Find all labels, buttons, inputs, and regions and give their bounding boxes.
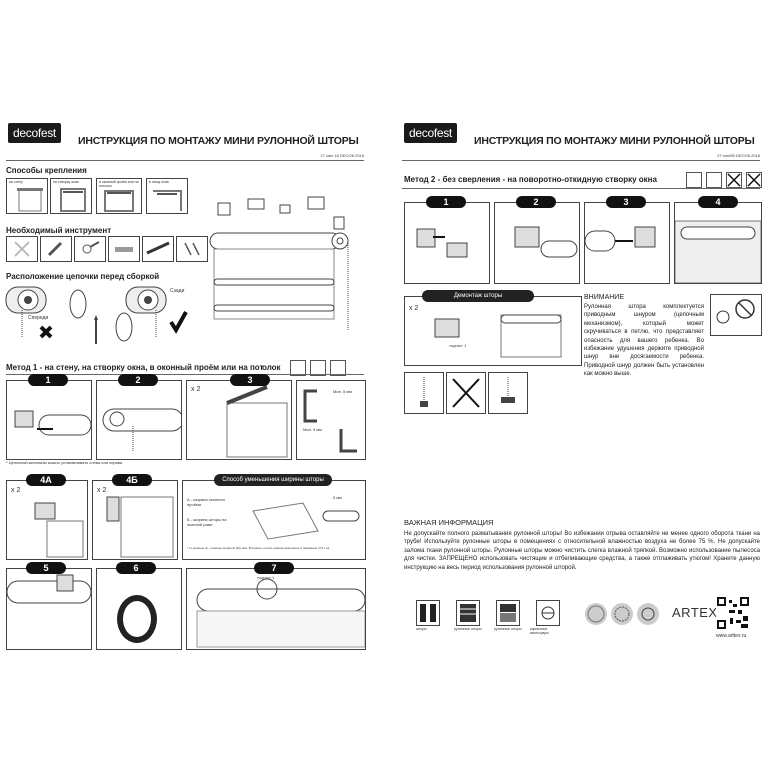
chain-front-label: Спереди xyxy=(28,315,49,321)
step4a-badge: 4А xyxy=(26,474,66,486)
important-text: Не допускайте полного разматывания рулон… xyxy=(404,531,760,571)
tool-scissors-crossed xyxy=(6,236,38,262)
product-label-4: карнизные аксессуары xyxy=(530,627,549,635)
mount-niche-panel: в нишу окна xyxy=(146,178,188,214)
step6-badge: 6 xyxy=(116,562,156,574)
chain-mechanism-note: * Цепочный механизм можно устанавливать … xyxy=(6,460,123,465)
step4b-panel: x 2 xyxy=(92,480,178,560)
method2-heading: Метод 2 - без сверления - на поворотно-о… xyxy=(404,175,657,184)
method1-heading: Метод 1 - на стену, на створку окна, в о… xyxy=(6,363,264,372)
mount-opening-panel: в оконный проём или на потолок xyxy=(96,178,142,214)
product-accessories-icon xyxy=(536,600,560,626)
right-instruction-page: decofest ИНСТРУКЦИЯ ПО МОНТАЖУ МИНИ РУЛО… xyxy=(396,120,768,655)
artex-logo: ARTEX xyxy=(672,605,718,620)
left-page-title: ИНСТРУКЦИЯ ПО МОНТАЖУ МИНИ РУЛОННОЙ ШТОР… xyxy=(78,135,359,147)
qr-code xyxy=(716,596,750,630)
step2-badge: 2 xyxy=(118,374,158,386)
title-divider xyxy=(6,160,364,161)
m2-step1-badge: 1 xyxy=(426,196,466,208)
m2-step1-panel xyxy=(404,202,490,284)
chain-safety-icon xyxy=(488,372,528,414)
m2-step3-badge: 3 xyxy=(606,196,646,208)
chain-loop-crossed-icon xyxy=(446,372,486,414)
step2-panel xyxy=(96,380,182,460)
step4b-badge: 4Б xyxy=(112,474,152,486)
right-page-date: 27 mini/IB DEC/08.2018 xyxy=(717,153,760,158)
step5-panel xyxy=(6,568,92,650)
method-sash-icon xyxy=(310,360,326,376)
right-title-divider xyxy=(402,160,760,161)
step3-badge: 3 xyxy=(230,374,270,386)
right-page-title: ИНСТРУКЦИЯ ПО МОНТАЖУ МИНИ РУЛОННОЙ ШТОР… xyxy=(474,135,755,147)
chain-position-diagram xyxy=(5,286,188,344)
step7-panel: «щелк» 1 xyxy=(186,568,366,650)
min-gap-panel: Мин. 5 мм Мин. 5 мм xyxy=(296,380,366,460)
blind-exploded-illustration xyxy=(209,196,349,330)
m2-step2-panel xyxy=(494,202,580,284)
m2-step3-panel xyxy=(584,202,670,284)
product-roller-blind-icon xyxy=(456,600,480,626)
step1-panel xyxy=(6,380,92,460)
m2-step4-panel xyxy=(674,202,762,284)
decofest-logo: decofest xyxy=(8,123,61,143)
dismount-pill: Демонтаж шторы xyxy=(422,290,534,302)
warning-title: ВНИМАНИЕ xyxy=(584,294,625,301)
method2-icon-1 xyxy=(686,172,702,188)
section-tools: Необходимый инструмент xyxy=(6,226,112,235)
tool-screws-icon xyxy=(176,236,208,262)
method2-divider xyxy=(402,188,760,189)
chain-ok-icon xyxy=(404,372,444,414)
important-title: ВАЖНАЯ ИНФОРМАЦИЯ xyxy=(404,518,494,527)
step5-badge: 5 xyxy=(26,562,66,574)
method-wall-icon xyxy=(290,360,306,376)
chain-back-label: Сзади xyxy=(170,288,185,294)
product-label-3: рулонные шторы xyxy=(494,627,522,631)
product-curtains-icon xyxy=(416,600,440,626)
dismount-panel: x 2 «щелк» 1 xyxy=(404,296,582,366)
product-roller-blind-2-icon xyxy=(496,600,520,626)
step3-panel: x 2 xyxy=(186,380,292,460)
section-chain-position: Расположение цепочки перед сборкой xyxy=(6,272,160,281)
section-mount-methods: Способы крепления xyxy=(6,166,87,175)
website-url: www.arttex.ru xyxy=(716,633,747,639)
m2-step4-badge: 4 xyxy=(698,196,738,208)
tool-drill-icon xyxy=(108,236,140,262)
step1-badge: 1 xyxy=(28,374,68,386)
m2-step2-badge: 2 xyxy=(516,196,556,208)
tool-pencil-icon xyxy=(40,236,72,262)
product-label-2: рулонные шторы xyxy=(454,627,482,631)
tool-screwdriver-icon xyxy=(74,236,106,262)
certification-seals xyxy=(585,603,659,625)
step4a-panel: x 2 xyxy=(6,480,88,560)
warning-text: Рулонная штора комплектуется приводным ш… xyxy=(584,304,704,378)
decofest-logo-right: decofest xyxy=(404,123,457,143)
width-reduction-panel: А - ширина оконного проёма Б - ширина шт… xyxy=(182,480,366,560)
method-opening-icon xyxy=(330,360,346,376)
method2-icon-crossed-2 xyxy=(746,172,762,188)
step7-badge: 7 xyxy=(254,562,294,574)
child-warning-illustration xyxy=(710,294,762,336)
mount-sash-panel: на створку окна xyxy=(50,178,92,214)
left-page-date: 27 мин 18 DEC/08.2018 xyxy=(320,153,364,158)
step6-panel xyxy=(96,568,182,650)
method1-heading-tail: олок xyxy=(262,363,281,372)
method1-divider xyxy=(6,374,364,375)
mount-wall-panel: на стену xyxy=(6,178,48,214)
method2-icon-crossed-1 xyxy=(726,172,742,188)
method2-icon-2 xyxy=(706,172,722,188)
left-instruction-page: decofest ИНСТРУКЦИЯ ПО МОНТАЖУ МИНИ РУЛО… xyxy=(0,120,372,655)
tool-level-icon xyxy=(142,236,174,262)
product-label-1: шторы xyxy=(416,627,427,631)
width-reduction-pill: Способ уменьшения ширины шторы xyxy=(214,474,332,486)
